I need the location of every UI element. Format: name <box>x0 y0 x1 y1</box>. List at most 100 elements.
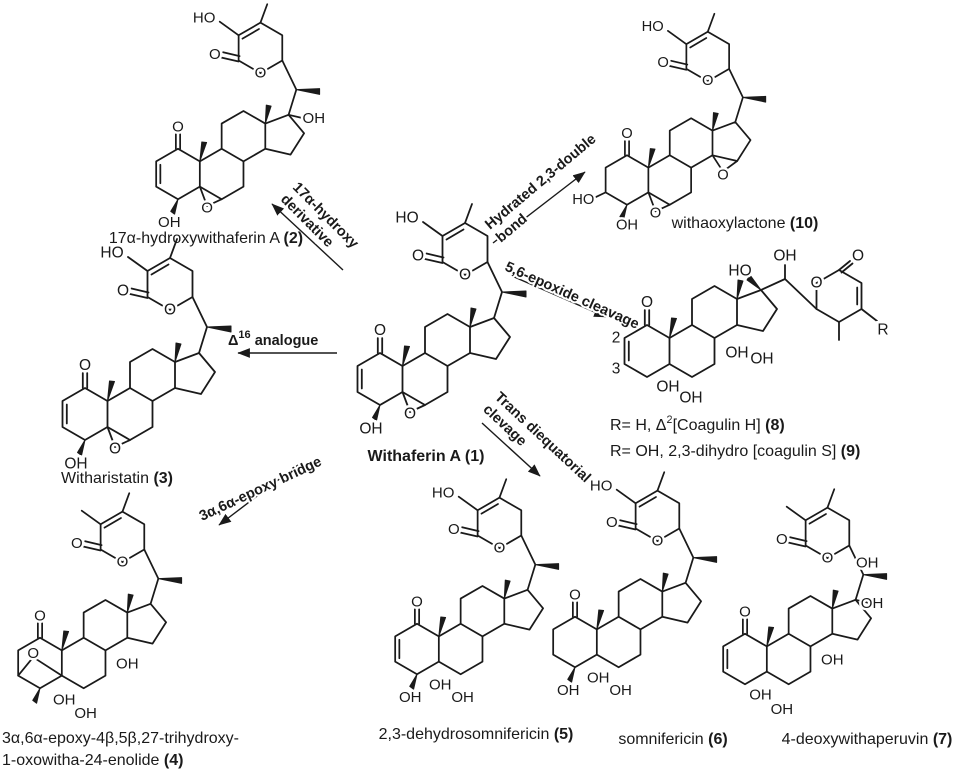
bond-line <box>691 285 738 339</box>
bond-line <box>486 261 503 319</box>
bond-wedge <box>126 593 134 614</box>
bond-line <box>552 615 598 669</box>
atom-label: R <box>877 322 888 339</box>
atom-label: O <box>109 441 121 458</box>
atom-label: O <box>494 540 506 557</box>
bond-line <box>711 121 752 162</box>
bond-line <box>81 372 89 389</box>
bond-wedge <box>157 577 183 584</box>
bond-wedge <box>295 88 321 95</box>
bond-line <box>592 191 607 199</box>
bond-line <box>17 656 63 677</box>
arrow-to-4 <box>218 464 299 526</box>
arrow-to-2 <box>271 203 344 271</box>
atom-label: OH <box>750 351 773 368</box>
atom-label: OH <box>749 686 772 703</box>
bond-wedge <box>742 95 767 103</box>
bond-line <box>787 536 808 548</box>
bond-line <box>155 147 201 201</box>
bond-line <box>459 585 506 638</box>
atom-label: O <box>374 322 386 339</box>
atom-label: O <box>459 267 471 284</box>
bond-line <box>595 615 642 669</box>
bond-wedge <box>32 687 41 704</box>
bond-line <box>121 492 131 513</box>
bond-line <box>169 238 178 259</box>
bond-line <box>174 352 216 395</box>
atom-label: O <box>448 521 460 538</box>
bond-line <box>666 29 688 46</box>
bond-line <box>668 59 689 71</box>
bond-line <box>860 308 878 322</box>
atom-label: O <box>412 248 424 265</box>
bond-line <box>498 478 508 499</box>
atom-label: HO <box>572 192 594 208</box>
atom-label: HO <box>100 245 123 262</box>
bond-line <box>643 309 651 326</box>
bond-wedge <box>170 198 179 215</box>
atom-label: O <box>621 126 632 142</box>
bond-line <box>174 133 182 150</box>
bond-line <box>264 113 305 156</box>
atom-label: O <box>822 550 834 567</box>
bond-wedge <box>766 626 775 647</box>
bond-wedge <box>567 666 576 683</box>
bond-line <box>198 185 223 207</box>
bond-line <box>722 632 768 686</box>
bond-line <box>736 289 778 332</box>
bond-line <box>424 252 445 264</box>
arrow-to-5-7 <box>481 422 541 477</box>
bond-line <box>469 317 511 360</box>
atom-label: OH <box>861 595 884 612</box>
bond-line <box>678 527 695 584</box>
bond-line <box>198 147 245 201</box>
atom-label: OH <box>399 689 422 706</box>
arrow-label-to-10: Hydrated 2,3-doublebond <box>482 131 610 246</box>
bond-line <box>61 387 109 441</box>
bond-wedge <box>503 579 511 600</box>
atom-label: OH <box>158 214 181 231</box>
bond-line <box>464 203 473 224</box>
atom-label: O <box>172 118 184 135</box>
bond-wedge <box>372 404 381 421</box>
bond-line <box>241 28 260 40</box>
bond-line <box>191 296 208 354</box>
bond-wedge <box>409 673 418 690</box>
bond-line <box>459 526 480 538</box>
bond-line <box>826 488 836 509</box>
bond-wedge <box>831 589 839 610</box>
atom-label: O <box>117 554 129 571</box>
bond-line <box>668 324 716 378</box>
bond-line <box>401 352 449 406</box>
bond-line <box>656 471 666 492</box>
bond-line <box>281 59 298 116</box>
arrow-to-10 <box>492 171 586 244</box>
bond-line <box>854 598 870 604</box>
bond-wedge <box>862 573 888 580</box>
bond-wedge <box>746 274 762 291</box>
bond-line <box>520 534 537 591</box>
bond-line <box>668 117 714 169</box>
bond-line <box>831 598 872 641</box>
bond-line <box>647 154 692 206</box>
bond-line <box>571 601 579 618</box>
bond-wedge <box>534 563 560 570</box>
bond-line <box>689 37 708 49</box>
atom-label: O <box>209 46 221 63</box>
atom-label: O <box>34 607 46 624</box>
atom-label: O <box>641 294 653 311</box>
atom-label: OH <box>656 379 679 396</box>
bond-line <box>815 269 863 323</box>
atom-label: O <box>71 535 83 552</box>
bond-line <box>287 113 303 119</box>
compound-name-7: 4-deoxywithaperuvin (7) <box>782 731 953 748</box>
bond-wedge <box>501 290 527 298</box>
bond-line <box>150 263 170 276</box>
atom-label: OH <box>679 390 702 407</box>
bond-wedge <box>736 279 744 300</box>
atom-label: OH <box>359 421 382 438</box>
bond-line <box>36 622 44 639</box>
atom-label: OH <box>53 691 76 708</box>
